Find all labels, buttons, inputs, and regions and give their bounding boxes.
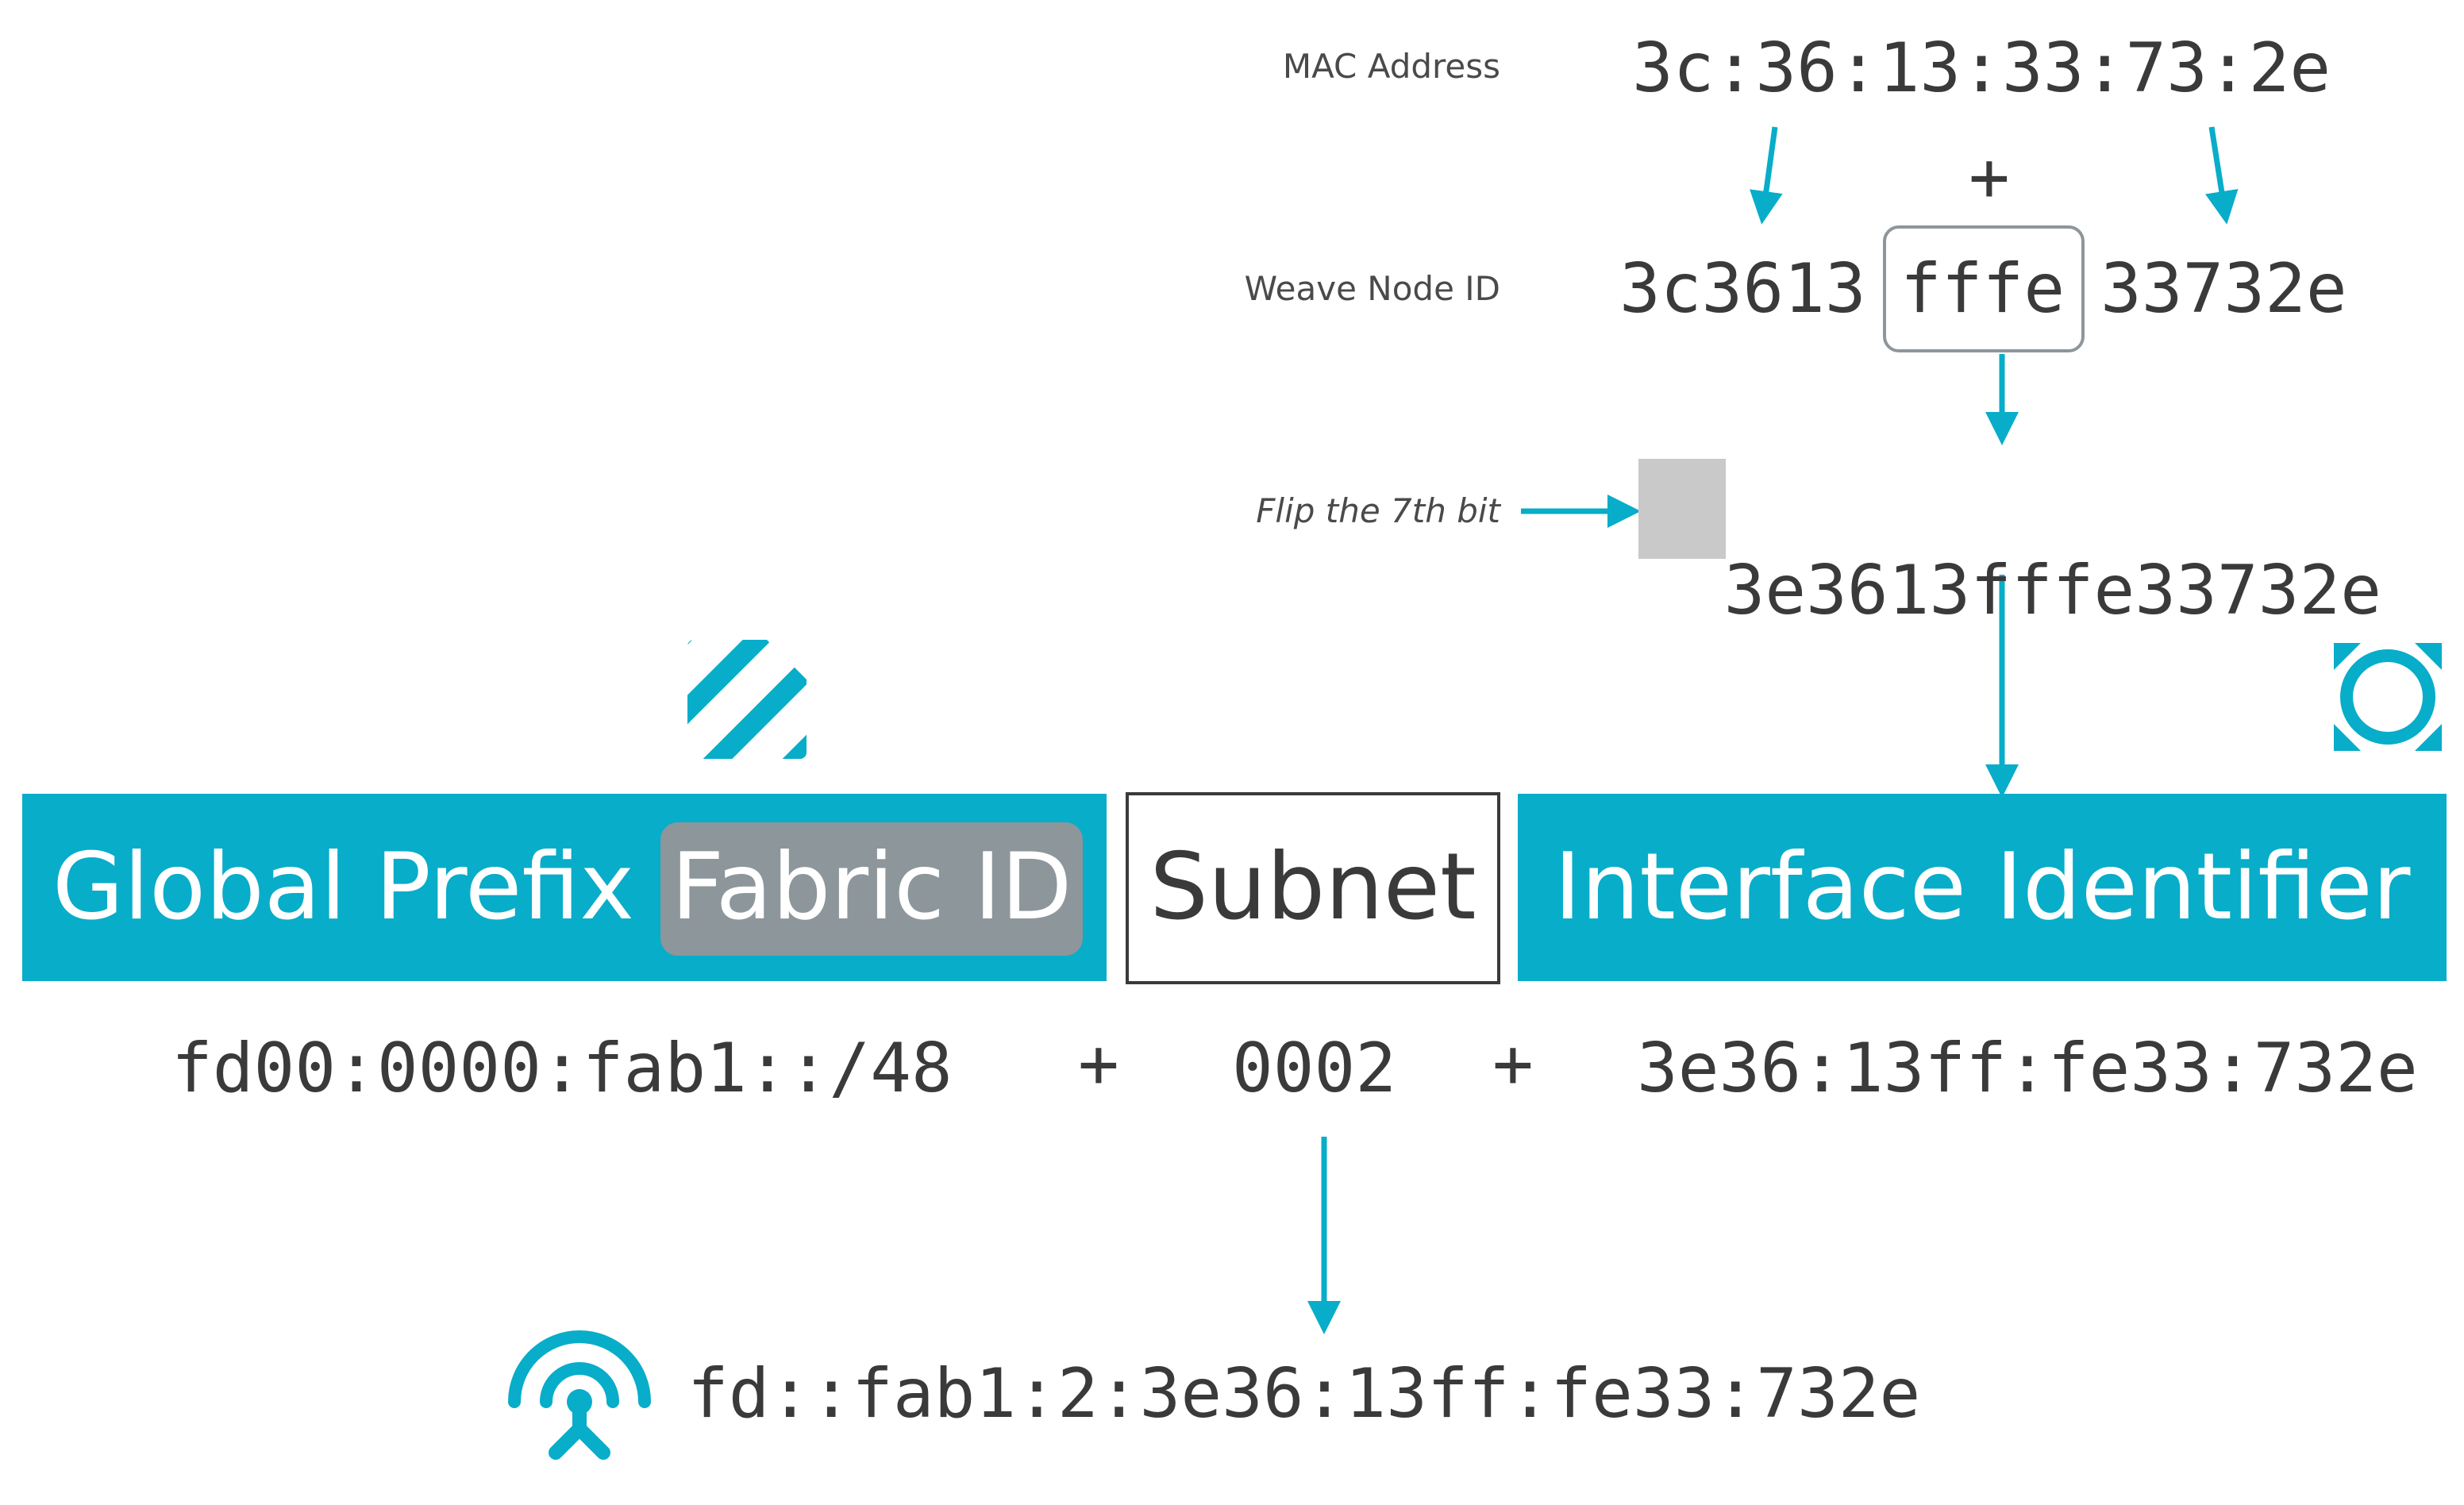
fffe-box bbox=[1883, 225, 2085, 352]
node-id-middle: fffe bbox=[1900, 249, 2066, 329]
unchanged-digits: 3613fffe33732e bbox=[1806, 551, 2381, 630]
subnet-label: Subnet bbox=[1149, 833, 1476, 941]
fabric-id-label: Fabric ID bbox=[671, 833, 1072, 941]
node-id-left: 3c3613 bbox=[1619, 249, 1866, 329]
interface-value: 3e36:13ff:fe33:732e bbox=[1637, 1029, 2418, 1108]
ring-target-icon bbox=[2334, 643, 2442, 751]
mac-address-label: MAC Address bbox=[1282, 47, 1500, 86]
subnet-value: 0002 bbox=[1232, 1029, 1397, 1108]
subnet-box bbox=[1126, 792, 1500, 984]
interface-identifier-label: Interface Identifier bbox=[1553, 833, 2411, 941]
prefix-value: fd00:0000:fab1::/48 bbox=[171, 1029, 953, 1108]
flipped-node-id: 3e3613fffe33732e bbox=[1642, 472, 2381, 630]
plus-sign-subnet: + bbox=[1492, 1024, 1534, 1103]
plus-sign-mac: + bbox=[1969, 137, 2010, 217]
arrow-mac-right bbox=[2204, 126, 2239, 225]
resulting-ipv6-address: fd::fab1:2:3e36:13ff:fe33:732e bbox=[687, 1354, 1921, 1434]
stripes-icon bbox=[687, 640, 807, 759]
mac-address-value: 3c:36:13:33:73:2e bbox=[1632, 29, 2331, 108]
plus-sign-prefix: + bbox=[1078, 1024, 1119, 1103]
flip-bit-label: Flip the 7th bit bbox=[1256, 491, 1500, 530]
flipped-digits: 3e bbox=[1723, 551, 1807, 630]
node-id-right: 33732e bbox=[2100, 249, 2347, 329]
weave-node-id-label: Weave Node ID bbox=[1244, 269, 1500, 308]
global-prefix-label: Global Prefix bbox=[52, 833, 635, 941]
arrow-mac-left bbox=[1750, 126, 1783, 225]
interface-identifier-bar bbox=[1518, 794, 2447, 981]
antenna-icon bbox=[508, 1330, 651, 1460]
fabric-id-box bbox=[660, 822, 1083, 956]
flip-highlight-box bbox=[1638, 459, 1726, 559]
